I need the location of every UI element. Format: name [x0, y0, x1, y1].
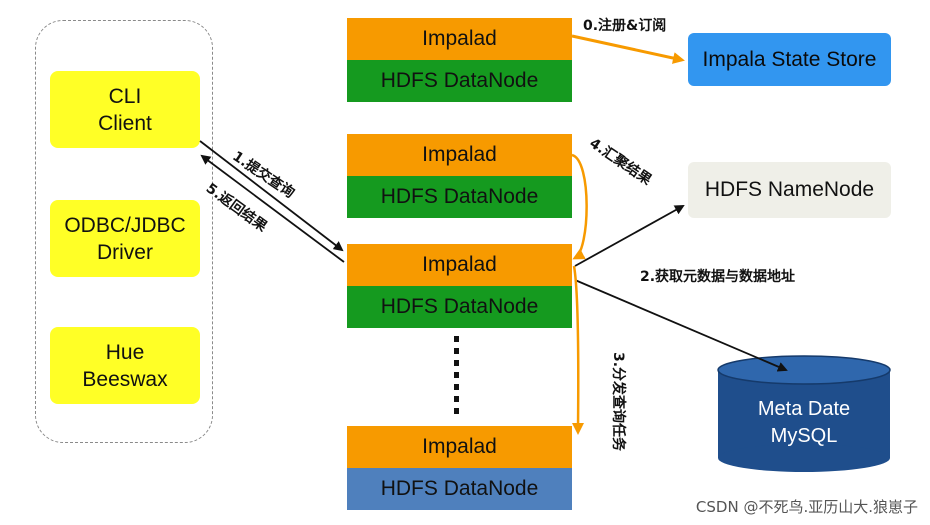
get-namenode-arrow [574, 205, 685, 267]
label-register: 0.注册&订阅 [583, 18, 667, 34]
metastore-db-icon [717, 355, 891, 472]
hue-beeswax-box: Hue Beeswax [50, 327, 200, 404]
get-metastore-arrow [574, 279, 788, 372]
label-metadata: 2.获取元数据与数据地址 [640, 269, 796, 285]
datanode-1: HDFS DataNode [347, 60, 572, 102]
datanode-3: HDFS DataNode [347, 286, 572, 328]
label-dispatch: 3.分发查询任务 [610, 352, 626, 452]
impalad-node-3: Impalad [347, 244, 572, 286]
impalad-node-1: Impalad [347, 18, 572, 60]
client-group [35, 20, 213, 443]
submit-query-arrow [199, 140, 344, 252]
namenode-box: HDFS NameNode [688, 162, 891, 218]
more-nodes-dots [454, 336, 459, 414]
aggregate-arrow [571, 153, 588, 260]
dispatch-arrow [572, 265, 585, 435]
impalad-node-2: Impalad [347, 134, 572, 176]
cli-client-box: CLI Client [50, 71, 200, 148]
metastore-label: Meta Date MySQL [757, 398, 851, 447]
datanode-4: HDFS DataNode [347, 468, 572, 510]
watermark: CSDN @不死鸟.亚历山大.狼崽子 [695, 498, 918, 516]
register-arrow [571, 34, 685, 64]
impalad-node-4: Impalad [347, 426, 572, 468]
state-store-box: Impala State Store [688, 33, 891, 86]
datanode-2: HDFS DataNode [347, 176, 572, 218]
return-result-arrow [200, 154, 345, 263]
odbc-jdbc-driver-box: ODBC/JDBC Driver [50, 200, 200, 277]
